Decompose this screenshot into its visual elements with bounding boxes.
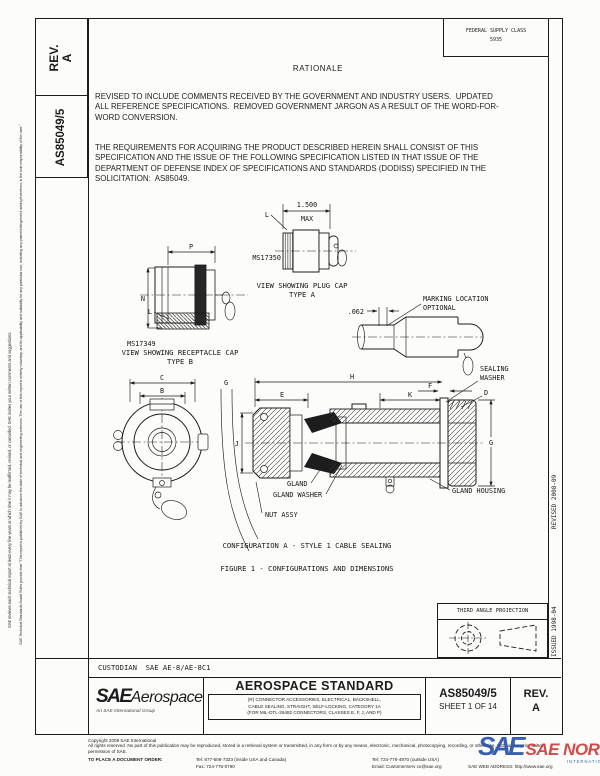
- figure-caption: FIGURE 1 - CONFIGURATIONS AND DIMENSIONS: [220, 564, 393, 573]
- title-block-doc-number: AS85049/5: [439, 688, 497, 700]
- receptacle-caption-2: TYPE B: [167, 357, 193, 366]
- gland-washer-label: GLAND WASHER: [273, 491, 323, 499]
- drawing-frame: [35, 18, 563, 735]
- receptacle-dim-n: N: [141, 295, 145, 303]
- fax-number: Fax: 724-776-0790: [196, 764, 235, 769]
- rev-value: A: [60, 53, 74, 63]
- sae-logo-brand: SAE: [96, 686, 132, 707]
- marking-dim-value: .062: [348, 308, 364, 316]
- issued-date-note: ISSUED 1998-04: [551, 606, 558, 657]
- gland-label: GLAND: [287, 480, 307, 488]
- receptacle-cap-view: P N L MS17349 VIEW SHOWING RECEPTACLE CA…: [122, 243, 248, 366]
- receptacle-caption-1: VIEW SHOWING RECEPTACLE CAP: [122, 348, 239, 357]
- receptacle-ref-l: L: [148, 308, 152, 316]
- assembly-dim-k: K: [408, 391, 413, 399]
- assembly-dim-f: F: [428, 382, 432, 390]
- title-block-rev-label: REV.: [523, 688, 549, 700]
- frame-inner-right-line: [548, 18, 549, 658]
- rights-statement: All rights reserved. No part of this pub…: [88, 743, 545, 755]
- plug-cap-ref-l: L: [265, 211, 269, 219]
- third-angle-projection-box: THIRD ANGLE PROJECTION: [437, 603, 548, 658]
- custodian-row: CUSTODIAN SAE AE-8/AE-8C1: [98, 663, 211, 672]
- figure-1-drawing: 1.500 MAX L MS17350 VIEW SHOWING PLUG CA…: [113, 201, 509, 573]
- sae-aerospace-logo: SAEAerospace An SAE International Group: [88, 677, 203, 735]
- standard-subtitle-line2: CABLE SEALING, STRAIGHT, SELF-LOCKING, C…: [248, 703, 381, 709]
- receptacle-part-number: MS17349: [127, 340, 156, 348]
- marking-note-1: MARKING LOCATION: [423, 295, 488, 303]
- standard-subtitle-line3: (FOR MIL-DTL-26482 CONNECTORS, CLASSES E…: [247, 710, 382, 716]
- federal-supply-class-box: FEDERAL SUPPLY CLASS 5935: [443, 19, 548, 57]
- assembly-dim-h: H: [350, 373, 354, 381]
- frame-inner-left-line: [88, 18, 89, 735]
- order-label: TO PLACE A DOCUMENT ORDER:: [88, 757, 163, 762]
- margin-note-left-inner: SAE Technical Standards Board Rules prov…: [18, 124, 23, 645]
- plug-cap-dim-value: 1.500: [297, 201, 317, 209]
- custodian-bottom-line: [88, 677, 561, 678]
- sheet-number: SHEET 1 OF 14: [439, 702, 497, 711]
- rev-box: REV. A: [35, 18, 88, 96]
- doc-number-vertical: AS85049/5: [55, 108, 67, 167]
- plug-cap-view: 1.500 MAX L MS17350 VIEW SHOWING PLUG CA…: [252, 201, 356, 299]
- plug-cap-caption-1: VIEW SHOWING PLUG CAP: [257, 281, 348, 290]
- assembly-dim-d: D: [484, 389, 488, 397]
- plug-cap-part-number: MS17350: [252, 254, 281, 262]
- watermark-sae-icon: SAE: [478, 731, 526, 761]
- watermark-name: SAE NORM: [525, 740, 600, 759]
- email-address: Email: CustomerServ ce@sae.org: [372, 764, 442, 769]
- title-block-rev-value: A: [532, 702, 540, 715]
- assembly-dim-b: B: [160, 387, 164, 395]
- fsc-value: 5935: [489, 36, 503, 43]
- projection-symbol-icon: [449, 622, 537, 654]
- doc-number-box: AS85049/5: [35, 95, 88, 178]
- assembly-dim-j: J: [235, 440, 239, 448]
- assembly-end-view: C B G: [113, 374, 259, 552]
- receptacle-dim-p: P: [189, 243, 193, 251]
- web-address: SAE WEB ADDRESS: http://www.sae.org: [468, 764, 553, 769]
- plug-cap-caption-2: TYPE A: [289, 290, 316, 299]
- assembly-cross-section: H E K F D: [245, 365, 509, 519]
- assembly-dim-g: G: [224, 379, 228, 387]
- plug-cap-dim-qualifier: MAX: [301, 215, 314, 223]
- marking-location-view: .062 MARKING LOCATION OPTIONAL: [348, 295, 488, 376]
- standard-type-title: AEROSPACE STANDARD: [235, 679, 394, 693]
- revised-date-note: REVISED 2008-09: [551, 474, 558, 529]
- rev-cell: REV. A: [510, 677, 561, 735]
- nut-assy-label: NUT ASSY: [265, 511, 298, 519]
- margin-note-left-outer: SAE reviews each technical report at lea…: [7, 331, 12, 628]
- sae-logo-tagline: An SAE International Group: [96, 709, 156, 714]
- tel-inside: Tel: 877-606-7323 (inside USA and Canada…: [196, 757, 287, 762]
- tel-outside: Tel: 724-776-4970 (outside USA): [372, 757, 439, 762]
- assembly-dim-c: C: [160, 374, 164, 382]
- sealing-washer-label-2: WASHER: [480, 374, 505, 382]
- fsc-label: FEDERAL SUPPLY CLASS: [465, 28, 527, 34]
- frame-bottom-line: [35, 658, 561, 659]
- assembly-dim-g-right: G: [489, 439, 493, 447]
- standard-subtitle: (R) CONNECTOR ACCESSORIES, ELECTRICAL, B…: [208, 694, 421, 720]
- copyright-line: Copyright 2008 SAE International: [88, 738, 157, 743]
- sae-logo-word: Aerospace: [130, 689, 204, 706]
- doc-number-cell: AS85049/5 SHEET 1 OF 14: [425, 677, 510, 735]
- standard-title-cell: AEROSPACE STANDARD (R) CONNECTOR ACCESSO…: [203, 677, 425, 735]
- rationale-title: RATIONALE: [292, 64, 344, 73]
- rationale-paragraph-1: REVISED TO INCLUDE COMMENTS RECEIVED BY …: [95, 92, 499, 122]
- gland-housing-label: GLAND HOUSING: [452, 487, 505, 495]
- sealing-washer-label-1: SEALING: [480, 365, 509, 373]
- marking-note-2: OPTIONAL: [423, 304, 456, 312]
- watermark-subtitle: INTERNATIONAL: [566, 759, 600, 764]
- standard-subtitle-line1: (R) CONNECTOR ACCESSORIES, ELECTRICAL, B…: [247, 697, 382, 702]
- projection-title: THIRD ANGLE PROJECTION: [438, 604, 547, 620]
- assembly-dim-e: E: [280, 391, 284, 399]
- rationale-paragraph-2: THE REQUIREMENTS FOR ACQUIRING THE PRODU…: [95, 143, 489, 184]
- configuration-caption: CONFIGURATION A - STYLE 1 CABLE SEALING: [223, 541, 392, 550]
